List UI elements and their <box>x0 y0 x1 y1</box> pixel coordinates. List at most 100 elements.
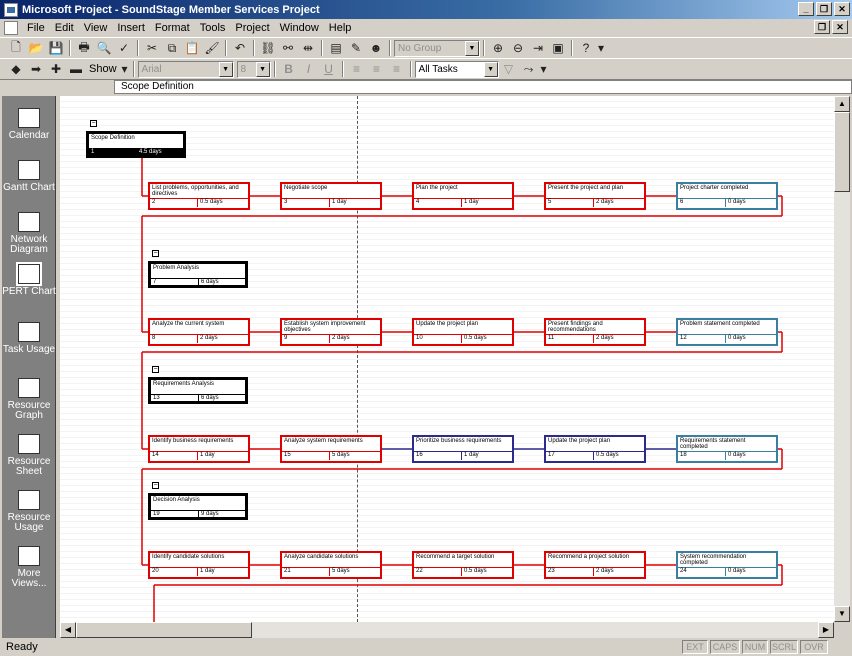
vertical-scroll-thumb[interactable] <box>834 112 850 192</box>
font-size-combo[interactable]: 8 ▼ <box>236 60 271 78</box>
split-task-icon[interactable]: ⇹ <box>302 41 314 55</box>
view-network[interactable]: Network Diagram <box>2 212 56 255</box>
save-icon[interactable]: 💾 <box>48 41 64 55</box>
align-center-icon[interactable]: ≡ <box>373 62 381 76</box>
vertical-scrollbar[interactable]: ▲ ▼ <box>834 96 850 622</box>
scroll-right-icon[interactable]: ▶ <box>818 622 834 638</box>
arrow-right-icon[interactable]: ➡ <box>30 62 42 76</box>
view-pert[interactable]: PERT Chart <box>2 262 56 297</box>
menu-project[interactable]: Project <box>235 22 270 34</box>
zoom-in-icon[interactable]: ⊕ <box>492 41 504 55</box>
doc-restore-button[interactable]: ❐ <box>814 20 830 34</box>
menu-edit[interactable]: Edit <box>54 22 74 34</box>
show-dropdown-icon[interactable]: ▾ <box>121 62 128 76</box>
scroll-down-icon[interactable]: ▼ <box>834 606 850 622</box>
unlink-tasks-icon[interactable]: ⚯ <box>282 41 294 55</box>
italic-button[interactable]: I <box>306 62 311 76</box>
view-resource-sheet[interactable]: Resource Sheet <box>2 434 56 477</box>
menu-tools[interactable]: Tools <box>199 22 226 34</box>
show-subtasks-icon[interactable]: ✚ <box>50 62 62 76</box>
close-button[interactable]: ✕ <box>834 2 850 16</box>
scroll-left-icon[interactable]: ◀ <box>60 622 76 638</box>
undo-icon[interactable]: ↶ <box>234 41 246 55</box>
minimize-button[interactable]: _ <box>798 2 814 16</box>
go-to-task-icon[interactable]: ⇥ <box>532 41 544 55</box>
collapse-icon[interactable]: − <box>152 250 159 257</box>
task-notes-icon[interactable]: ✎ <box>350 41 362 55</box>
view-resource-graph[interactable]: Resource Graph <box>2 378 56 421</box>
help-icon[interactable]: ? <box>582 41 590 55</box>
align-left-icon[interactable]: ≡ <box>353 62 361 76</box>
menu-insert[interactable]: Insert <box>117 22 145 34</box>
spelling-icon[interactable]: ✓ <box>118 41 130 55</box>
view-task-usage[interactable]: Task Usage <box>2 322 56 355</box>
align-right-icon[interactable]: ≡ <box>393 62 401 76</box>
collapse-icon[interactable]: − <box>152 482 159 489</box>
task-node[interactable]: List problems, opportunities, and direct… <box>148 182 250 210</box>
copy-picture-icon[interactable]: ▣ <box>552 41 564 55</box>
paste-icon[interactable]: 📋 <box>184 41 200 55</box>
print-preview-icon[interactable]: 🔍 <box>96 41 112 55</box>
app-icon[interactable] <box>4 2 18 17</box>
restore-button[interactable]: ❐ <box>816 2 832 16</box>
bold-button[interactable]: B <box>284 62 293 76</box>
scroll-up-icon[interactable]: ▲ <box>834 96 850 112</box>
format-painter-icon[interactable]: 🖌 <box>204 41 220 55</box>
font-combo[interactable]: Arial ▼ <box>137 60 234 78</box>
menu-file[interactable]: File <box>27 22 45 34</box>
cut-icon[interactable]: ✂ <box>146 41 158 55</box>
menu-window[interactable]: Window <box>279 22 319 34</box>
toolbar-options-icon[interactable]: ▾ <box>540 62 547 76</box>
horizontal-scroll-thumb[interactable] <box>76 622 252 638</box>
view-calendar[interactable]: Calendar <box>2 108 56 141</box>
entry-field[interactable]: Scope Definition <box>114 80 852 94</box>
task-information-icon[interactable]: ▤ <box>330 41 342 55</box>
link-tasks-icon[interactable]: ⛓ <box>260 41 276 55</box>
document-icon[interactable] <box>4 21 18 35</box>
view-resource-usage[interactable]: Resource Usage <box>2 490 56 533</box>
show-button[interactable]: Show <box>89 63 117 75</box>
zoom-out-icon[interactable]: ⊖ <box>512 41 524 55</box>
print-icon[interactable]: 🖶 <box>78 39 90 54</box>
view-gantt[interactable]: Gantt Chart <box>2 160 56 193</box>
autofilter-icon[interactable]: ▽ <box>503 62 514 76</box>
copy-icon[interactable]: ⧉ <box>167 40 177 55</box>
horizontal-scrollbar[interactable]: ◀ ▶ <box>60 622 834 638</box>
assign-resources-icon[interactable]: ☻ <box>369 41 383 55</box>
menu-format[interactable]: Format <box>154 22 190 34</box>
collapse-icon[interactable]: − <box>90 120 97 127</box>
filter-combo[interactable]: All Tasks ▼ <box>414 60 499 78</box>
arrow-left-icon[interactable]: ◆ <box>11 62 21 76</box>
collapse-icon[interactable]: − <box>152 366 159 373</box>
hide-subtasks-icon[interactable]: ▬ <box>70 62 82 76</box>
new-icon[interactable]: 🗋 <box>11 39 21 54</box>
underline-button[interactable]: U <box>324 62 333 76</box>
doc-close-button[interactable]: ✕ <box>832 20 848 34</box>
menu-view[interactable]: View <box>83 22 108 34</box>
group-combo[interactable]: No Group ▼ <box>394 39 480 57</box>
